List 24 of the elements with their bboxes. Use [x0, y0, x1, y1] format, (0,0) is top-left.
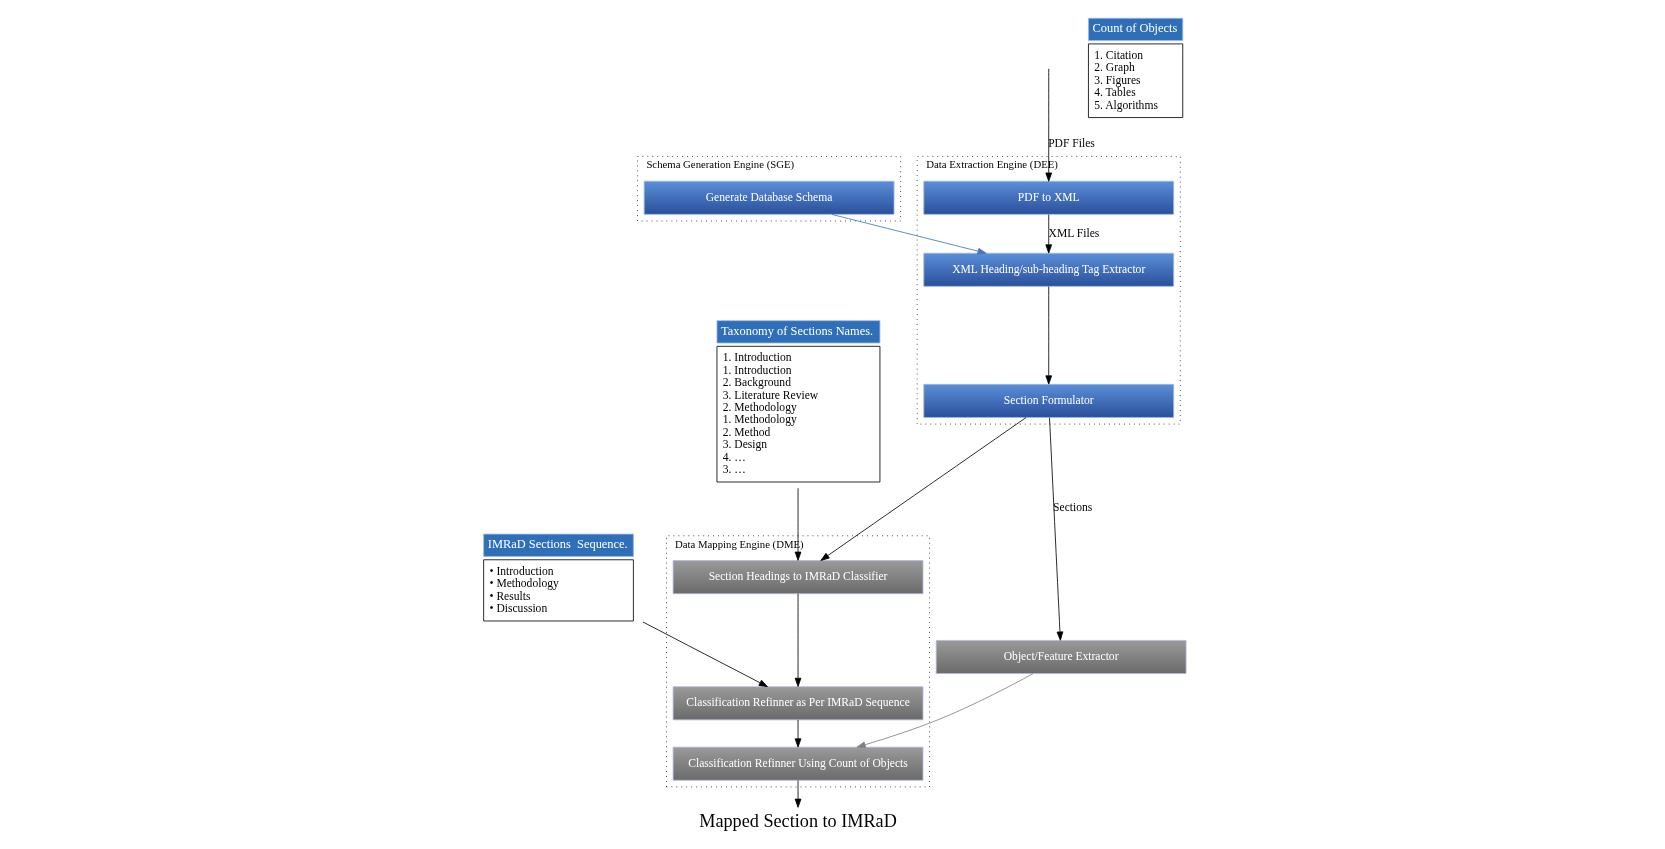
node-text: Mapped Section to IMRaD	[698, 811, 897, 832]
node-box: Object/Feature Extractor	[935, 640, 1186, 674]
node-box: Section Formulator	[922, 383, 1174, 418]
arrow	[794, 487, 801, 561]
node-box: PDF to XML	[922, 180, 1174, 215]
arrow	[830, 214, 987, 255]
arrow	[856, 673, 1034, 748]
arrow	[819, 417, 1026, 561]
edge-label: PDF Files	[1047, 136, 1095, 150]
node-box: Generate Database Schema	[643, 180, 894, 215]
arrow	[1048, 417, 1063, 641]
arrow	[1044, 214, 1052, 254]
arrow	[794, 780, 801, 808]
arrow	[794, 719, 801, 748]
node-box: Classification Refinner Using Count of Objects	[672, 746, 923, 781]
node-box: XML Heading/sub-heading Tag Extractor	[922, 252, 1174, 287]
edge-label: XML Files	[1048, 226, 1099, 240]
arrow	[642, 621, 768, 688]
edge-label: Sections	[1052, 500, 1092, 514]
arrow	[1044, 286, 1052, 385]
arrow	[1044, 68, 1052, 182]
node-box: Section Headings to IMRaD Classifier	[672, 560, 923, 595]
arrow	[794, 593, 801, 687]
node-box: Classification Refinner as Per IMRaD Sequence	[672, 686, 923, 721]
